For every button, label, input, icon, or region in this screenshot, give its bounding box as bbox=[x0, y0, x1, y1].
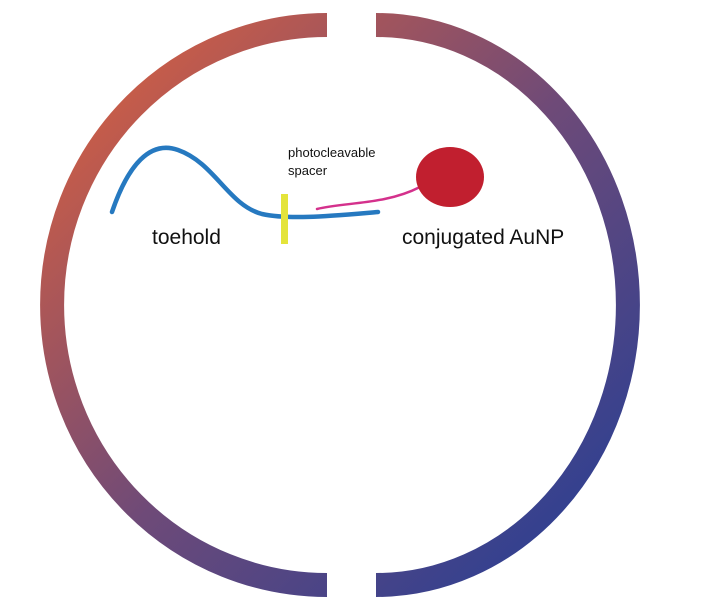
dna-strand bbox=[109, 145, 381, 220]
spacer-label-line1: photocleavable bbox=[288, 145, 375, 160]
spacer-label-line2: spacer bbox=[288, 163, 328, 178]
aunp-label: conjugated AuNP bbox=[402, 226, 564, 249]
spacer-mark bbox=[281, 194, 288, 244]
toehold-label: toehold bbox=[152, 226, 221, 249]
linker-strand bbox=[315, 185, 422, 211]
ring-right-half bbox=[375, 13, 640, 597]
ring-left-half bbox=[40, 13, 328, 597]
gold-nanoparticle bbox=[416, 147, 484, 207]
